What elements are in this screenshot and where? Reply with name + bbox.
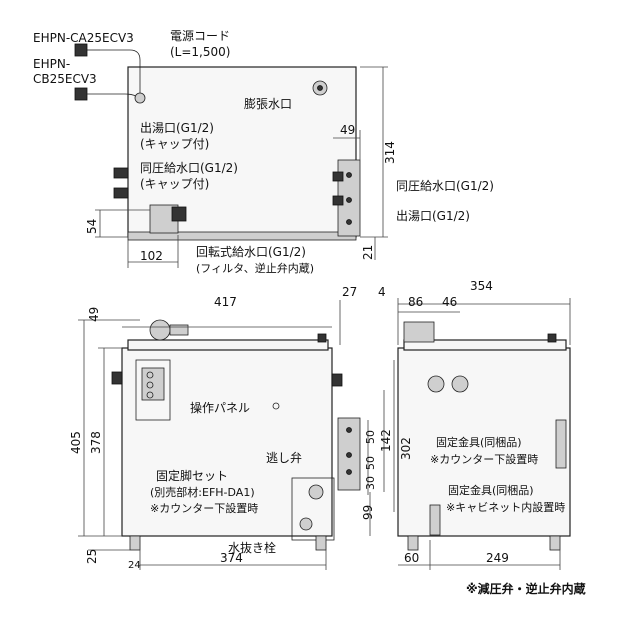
side-view-fitting (403, 321, 435, 343)
labels: EHPN-CA25ECV3 EHPN- CB25ECV3 電源コード (L=1,… (33, 29, 586, 596)
dim-417: 417 (214, 295, 237, 309)
rotary-inlet-valve (171, 206, 187, 222)
dim-27: 27 (342, 285, 357, 299)
power-cord-length-label: (L=1,500) (170, 45, 230, 59)
dim-25: 25 (85, 549, 99, 564)
plug-a-icon (74, 43, 88, 57)
front-screw-icon (272, 402, 280, 410)
dim-378: 378 (89, 431, 103, 454)
dim-50-a: 50 (364, 430, 377, 444)
dim-49-top: 49 (340, 123, 355, 137)
dim-102: 102 (140, 249, 163, 263)
dim-374: 374 (220, 551, 243, 565)
front-view (111, 319, 361, 551)
dim-30: 30 (364, 476, 377, 490)
side-view-top-lid (403, 339, 567, 351)
hot-outlet-fitting-right (332, 195, 344, 206)
operation-panel-box (135, 359, 171, 421)
hot-outlet-fitting-left (113, 167, 129, 179)
footnote: ※減圧弁・逆止弁内蔵 (466, 581, 586, 596)
dim-99: 99 (361, 505, 375, 520)
same-pressure-inlet-right-label: 同圧給水口(G1/2) (396, 179, 494, 193)
front-leg-right (315, 535, 327, 551)
dim-354: 354 (470, 279, 493, 293)
dim-54: 54 (85, 219, 99, 234)
rotary-inlet-note: (フィルタ、逆止弁内蔵) (196, 261, 314, 275)
side-view-expansion-fitting (547, 333, 557, 343)
relief-valve-label: 逃し弁 (266, 450, 302, 465)
dim-249: 249 (486, 551, 509, 565)
side-view-dims (393, 298, 571, 570)
side-view-body (397, 347, 571, 537)
bracket-1-note: ※カウンター下設置時 (430, 452, 538, 466)
model-b-label-line1: EHPN- (33, 57, 70, 71)
drain-plug-icon (299, 517, 313, 531)
side-view (397, 321, 571, 551)
dim-142: 142 (379, 429, 393, 452)
model-a-label: EHPN-CA25ECV3 (33, 31, 134, 45)
front-fitting-circle (149, 319, 171, 341)
bracket-1-label: 固定金具(同梱品) (436, 435, 522, 449)
top-view (74, 43, 361, 241)
dim-24: 24 (128, 560, 141, 571)
fixed-leg-note: ※カウンター下設置時 (150, 501, 258, 515)
cap-attached-label-2: (キャップ付) (140, 177, 209, 191)
dimension-numbers: 49 314 54 102 21 417 27 4 354 86 46 49 4… (69, 123, 509, 571)
side-port-1 (427, 375, 445, 393)
power-cord-line (100, 49, 141, 95)
relief-valve-box (291, 477, 335, 541)
rotary-inlet-label: 回転式給水口(G1/2) (196, 245, 306, 259)
front-view-dims (78, 300, 385, 570)
top-view-dims (95, 66, 388, 268)
dim-405: 405 (69, 431, 83, 454)
expansion-outlet-hole (317, 85, 323, 91)
front-right-fitting (331, 373, 343, 387)
bracket-hole (346, 219, 352, 225)
front-fitting-pipe (169, 324, 189, 336)
dim-21: 21 (361, 245, 375, 260)
front-view-top-lid (127, 339, 329, 351)
bracket-2-note: ※キャビネット内設置時 (446, 500, 565, 514)
same-pressure-inlet-left-label: 同圧給水口(G1/2) (140, 161, 238, 175)
drain-plug-label: 水抜き栓 (228, 540, 276, 555)
relief-valve-icon (308, 484, 324, 500)
dim-46: 46 (442, 295, 457, 309)
side-port-2 (451, 375, 469, 393)
operation-panel-label: 操作パネル (190, 400, 250, 415)
dim-86: 86 (408, 295, 423, 309)
side-leg-left (407, 535, 419, 551)
front-leg-left (129, 535, 141, 551)
bracket-hole (346, 172, 352, 178)
power-cord-label: 電源コード (170, 29, 230, 43)
expansion-outlet-label: 膨張水口 (244, 97, 292, 111)
plug-b-icon (74, 87, 88, 101)
side-leg-right (549, 535, 561, 551)
dim-60: 60 (404, 551, 419, 565)
model-b-label-line2: CB25ECV3 (33, 72, 97, 86)
dim-4: 4 (378, 285, 386, 299)
front-left-fitting (111, 371, 123, 385)
bracket-2-label: 固定金具(同梱品) (448, 483, 534, 497)
cap-attached-label: (キャップ付) (140, 137, 209, 151)
hot-outlet-left-label: 出湯口(G1/2) (140, 121, 214, 135)
fixed-leg-sold-label: (別売部材:EFH-DA1) (150, 485, 255, 499)
bracket-1-icon (555, 419, 567, 469)
same-pressure-inlet-fitting-left (113, 187, 129, 199)
dim-50-b: 50 (364, 456, 377, 470)
same-pressure-inlet-fitting-right (332, 171, 344, 182)
fixed-leg-set-label: 固定脚セット (156, 468, 228, 483)
front-expansion-fitting (317, 333, 327, 343)
dim-302: 302 (399, 437, 413, 460)
bracket-hole (346, 197, 352, 203)
bracket-2-icon (429, 504, 441, 536)
dim-314: 314 (383, 141, 397, 164)
hot-outlet-right-label: 出湯口(G1/2) (396, 209, 470, 223)
dim-49-left: 49 (87, 307, 101, 322)
